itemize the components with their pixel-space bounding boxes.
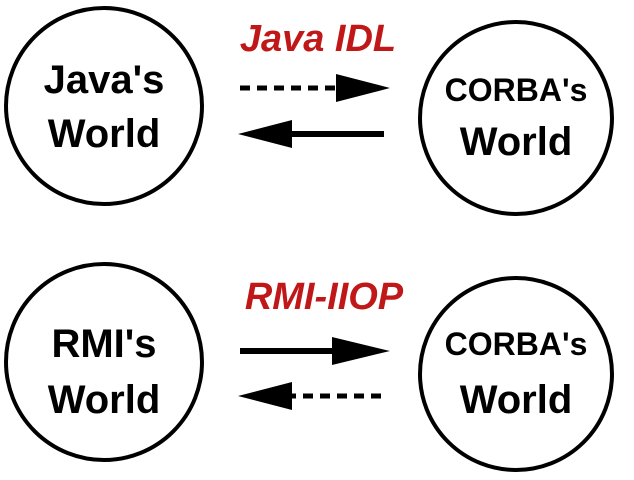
corba-world-top-label-line2: World [459,120,573,164]
rmi-world-label-line2: World [47,378,161,422]
corba-world-bottom-label-line2: World [459,378,573,422]
corba-world-bottom-label-line1: CORBA's [444,326,588,362]
corba-world-circle-top [418,20,614,216]
java-world-circle [4,6,204,206]
java-idl-title: Java IDL [239,18,397,60]
corba-world-circle-bottom [418,276,614,472]
top-arrow-left-solid [238,120,384,148]
corba-world-top-label-line1: CORBA's [444,72,588,108]
rmi-world-label-line1: RMI's [51,322,157,366]
bottom-arrow-right-solid [240,337,390,365]
rmi-world-circle [4,262,204,462]
top-arrow-right-dashed [240,74,390,102]
rmi-iiop-title: RMI-IIOP [244,276,404,318]
bottom-arrow-left-dashed [238,382,384,410]
java-world-label-line1: Java's [43,58,165,102]
java-world-label-line2: World [47,112,161,156]
